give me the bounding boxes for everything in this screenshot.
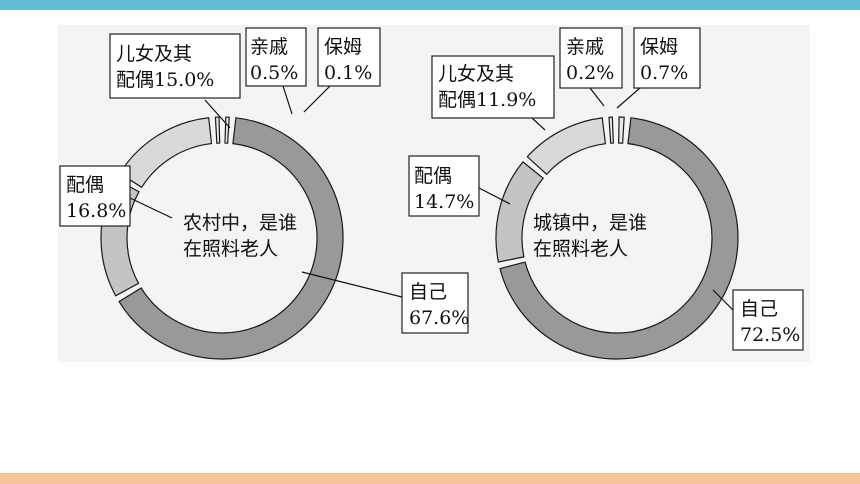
label-box-self [401,272,469,334]
slice-label-self: 自己 [409,281,447,303]
value-label-relative: 0.2% [566,62,614,84]
slice-label-nanny: 保姆 [324,36,362,58]
leader-line-spouse [478,187,511,205]
value-label-spouse: 14.7% [414,191,474,213]
slice-relative [214,116,221,144]
value-label-nanny: 0.7% [640,62,688,84]
top-accent-bar [0,0,860,10]
leader-line-nanny [303,85,331,113]
label-box-spouse [59,165,131,227]
slice-label-spouse: 配偶 [66,174,104,196]
charts-layer: 农村中，是谁在照料老人自己67.6%配偶16.8%儿女及其配偶15.0%亲戚0.… [59,27,804,360]
center-text-line-2: 在照料老人 [533,238,628,260]
label-box-relative [559,27,623,89]
slice-nanny [618,116,625,144]
center-text-line-1: 农村中，是谁 [183,212,297,234]
label-box-children [431,55,555,119]
bottom-accent-bar [0,473,860,484]
label-box-nanny [633,27,701,89]
label-box-self [732,289,804,351]
label-box-children [109,33,241,99]
slice-spouse [495,161,544,263]
slice-children [526,117,607,176]
slice-label-nanny: 保姆 [640,36,678,58]
leader-line-spouse [129,197,173,219]
leader-line-self [301,271,403,298]
value-label-self: 72.5% [740,324,800,346]
label-box-nanny [317,27,381,87]
leader-line-nanny [616,87,641,109]
slice-label-children: 儿女及其 [116,43,192,65]
leader-line-children [531,117,546,131]
leader-line-relative [282,85,293,115]
label-box-spouse [408,155,480,217]
slice-label-children: 配偶15.0% [116,69,214,91]
center-text-line-2: 在照料老人 [183,238,278,260]
leader-line-relative [589,87,605,107]
slice-self [499,117,739,360]
slice-label-relative: 亲戚 [566,36,604,58]
slice-relative [608,116,614,144]
label-box-relative [245,27,307,87]
value-label-relative: 0.5% [250,62,298,84]
slice-label-children: 儿女及其 [438,63,514,85]
value-label-nanny: 0.1% [324,62,372,84]
center-text-line-1: 城镇中，是谁 [533,212,647,234]
slice-children [118,117,213,189]
slice-label-spouse: 配偶 [414,165,452,187]
value-label-self: 67.6% [409,307,469,329]
value-label-spouse: 16.8% [66,200,126,222]
slice-self [118,117,344,360]
slice-label-children: 配偶11.9% [438,89,536,111]
slice-label-self: 自己 [740,298,778,320]
leader-line-children [204,99,231,129]
leader-line-self [712,289,734,311]
slice-label-relative: 亲戚 [250,36,288,58]
